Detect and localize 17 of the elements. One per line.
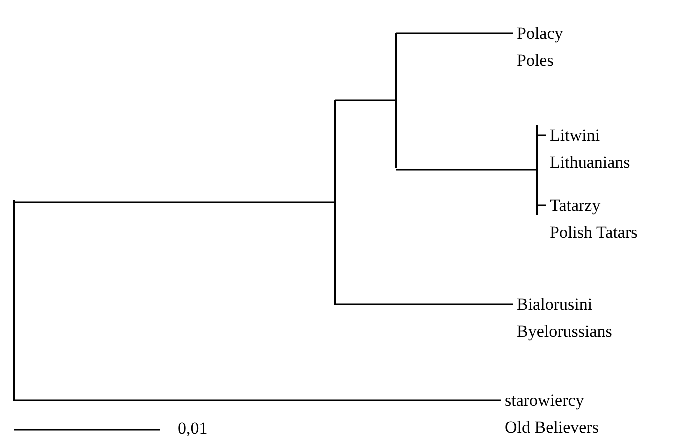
tree-branch — [335, 304, 513, 306]
tree-branch — [14, 400, 501, 402]
taxon-label: Litwini — [550, 125, 602, 147]
taxon-label: Old Believers — [505, 417, 599, 439]
taxon-label: Byelorussians — [517, 321, 612, 343]
taxon-label: Polacy — [517, 23, 564, 45]
taxon-label: Tatarzy — [550, 195, 602, 217]
taxon-label: Poles — [517, 50, 555, 72]
taxon-label: Lithuanians — [550, 152, 630, 174]
tree-branch — [396, 169, 536, 171]
tree-branch — [396, 32, 513, 34]
taxon-label: starowiercy — [505, 390, 586, 412]
taxon-label: Polish Tatars — [550, 222, 638, 244]
scale-label: 0,01 — [178, 418, 208, 440]
tree-branch — [14, 202, 334, 204]
tree-branch — [335, 100, 395, 102]
taxon-label: Bialorusini — [517, 294, 594, 316]
